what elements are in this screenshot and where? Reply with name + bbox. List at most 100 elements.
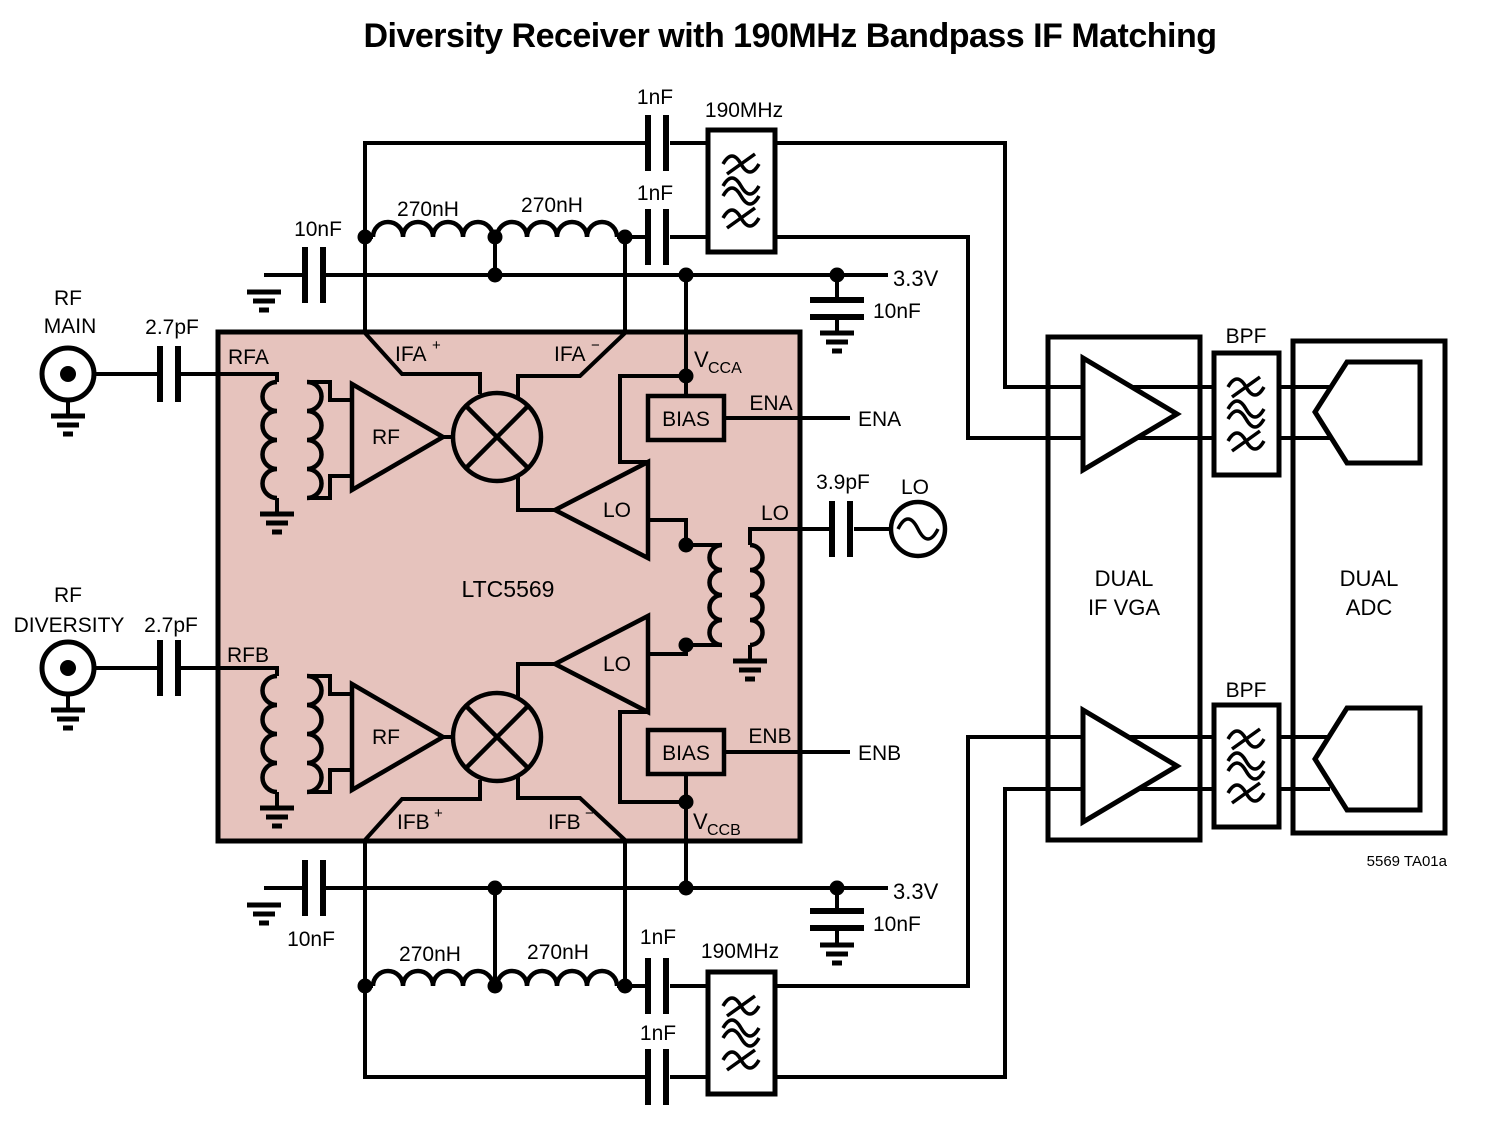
pin-vcca-label: V xyxy=(694,347,709,372)
vga-amp-2-symbol xyxy=(1080,705,1182,827)
wire-filter-b-out1 xyxy=(775,735,1331,988)
ground-symbol-bypass-b xyxy=(820,945,854,963)
ena-net-label: ENA xyxy=(858,408,901,431)
rf-main-label-1: RF xyxy=(54,287,82,310)
cap-1nF-b2 xyxy=(648,1049,666,1105)
adc-2-symbol xyxy=(1312,705,1423,813)
ground-symbol-rf-div xyxy=(51,710,85,728)
rf-div-label-1: RF xyxy=(54,584,82,607)
cap-2.7pF-a xyxy=(160,346,178,402)
supply-a-label: 3.3V xyxy=(893,266,939,291)
wire-mixer-a-lo xyxy=(516,475,555,512)
wire-vcca-branch xyxy=(618,374,686,464)
pin-rfa-label: RFA xyxy=(228,346,269,369)
pin-ifb-minus-sign: − xyxy=(585,805,594,822)
cap-3.9pF-label: 3.9pF xyxy=(816,471,870,494)
bpf-a-label: BPF xyxy=(1226,325,1267,348)
cap-2.7pF-b-label: 2.7pF xyxy=(144,614,198,637)
rf-amp-b-label: RF xyxy=(372,726,400,749)
inductor-a1-label: 270nH xyxy=(397,198,459,221)
wire-ifa-plus-tab xyxy=(363,331,482,394)
cap-bypass-b xyxy=(810,911,864,928)
dual-if-vga-block xyxy=(1045,334,1203,843)
rf-amp-a-label: RF xyxy=(372,426,400,449)
bypass-a-label: 10nF xyxy=(873,300,921,323)
inductor-270nH-a2 xyxy=(497,222,617,237)
cap-3.9pF xyxy=(832,501,850,557)
pin-rfb-label: RFB xyxy=(227,644,269,667)
wire-filter-b-out2 xyxy=(775,787,1330,1079)
bpf-b-label: BPF xyxy=(1226,679,1267,702)
ground-symbol-bypass-a xyxy=(820,333,854,351)
bias-a-label: BIAS xyxy=(662,408,710,431)
adc-label-1: DUAL xyxy=(1340,566,1399,591)
bypass-b-label: 10nF xyxy=(873,913,921,936)
pin-ena-label: ENA xyxy=(749,392,792,415)
ground-symbol-rf-main xyxy=(51,416,85,434)
cap-2.7pF-a-label: 2.7pF xyxy=(145,316,199,339)
adc-1-symbol xyxy=(1312,359,1423,466)
cap-10nF-top-label: 10nF xyxy=(294,218,342,241)
lo-amp-a-label: LO xyxy=(603,499,631,522)
wire-filter-a-out1 xyxy=(775,141,1331,389)
ground-symbol-10nF-bottom xyxy=(247,905,281,923)
vga-amp-1-symbol xyxy=(1080,353,1182,475)
cap-1nF-b1 xyxy=(648,958,666,1014)
if-filter-b-box xyxy=(705,969,778,1097)
pin-ifb-minus-label: IFB xyxy=(548,811,581,834)
bpf-b-box xyxy=(1211,702,1282,830)
rf-div-label-2: DIVERSITY xyxy=(14,614,125,637)
cap-10nF-top xyxy=(305,247,323,303)
if-filter-a-box xyxy=(705,127,778,255)
rf-amp-a-symbol xyxy=(349,380,448,494)
bias-a-box xyxy=(645,393,727,443)
cap-1nF-a1 xyxy=(648,115,666,171)
pin-ifa-minus-label: IFA xyxy=(554,343,586,366)
pin-ifa-plus-label: IFA xyxy=(395,343,427,366)
wire-vccb-branch xyxy=(618,710,686,804)
wire-balun-b-sec-bot xyxy=(307,768,352,794)
ground-symbol-10nF-top xyxy=(247,292,281,310)
chip-name-label: LTC5569 xyxy=(462,576,555,602)
pin-ifa-minus-sign: − xyxy=(591,337,600,354)
filter-a-label: 190MHz xyxy=(705,99,783,122)
figure-number: 5569 TA01a xyxy=(1367,853,1448,870)
cap-1nF-a2-label: 1nF xyxy=(637,182,673,205)
bpf-a-box xyxy=(1211,350,1282,478)
wire-balun-b-sec-top xyxy=(307,674,352,696)
ltc5569-chip-body xyxy=(215,329,803,844)
dual-adc-block xyxy=(1290,338,1448,836)
wire-ifa-plus-rail xyxy=(363,141,648,332)
lo-amp-b-symbol xyxy=(550,612,651,716)
inductor-b1-label: 270nH xyxy=(399,943,461,966)
enb-net-label: ENB xyxy=(858,742,901,765)
cap-10nF-bottom xyxy=(305,860,323,916)
cap-bypass-a xyxy=(810,300,864,317)
filter-b-label: 190MHz xyxy=(701,940,779,963)
rf-diversity-connector xyxy=(42,642,94,694)
bias-b-label: BIAS xyxy=(662,742,710,765)
wire-ifb-minus xyxy=(623,841,648,988)
vga-label-2: IF VGA xyxy=(1088,595,1160,620)
adc-label-2: ADC xyxy=(1346,595,1393,620)
pin-ifb-plus-label: IFB xyxy=(397,811,430,834)
vga-label-1: DUAL xyxy=(1095,566,1154,591)
cap-1nF-a2 xyxy=(648,209,666,265)
wire-rfb-balun xyxy=(218,666,279,676)
inductor-270nH-b1 xyxy=(373,971,493,986)
sine-wave-icon xyxy=(896,517,940,541)
junction-dots xyxy=(357,229,845,994)
wire-ifb-plus-rail xyxy=(363,841,648,1079)
wire-ifb-plus-tab xyxy=(363,780,482,842)
cap-1nF-b2-label: 1nF xyxy=(640,1022,676,1045)
wire-balun-a-sec-top xyxy=(307,380,352,402)
rf-main-label-2: MAIN xyxy=(44,315,97,338)
lo-amp-a-symbol xyxy=(550,458,651,562)
cap-1nF-a1-label: 1nF xyxy=(637,86,673,109)
wire-ifa-minus xyxy=(623,235,648,332)
cap-2.7pF-b xyxy=(160,640,178,696)
lo-amp-b-label: LO xyxy=(603,653,631,676)
cap-10nF-bottom-label: 10nF xyxy=(287,928,335,951)
